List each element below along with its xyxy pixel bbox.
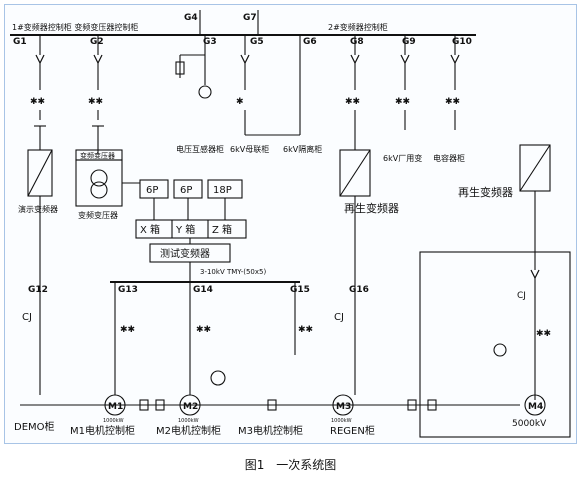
m4-system-frame — [419, 251, 571, 438]
m4-rating: 5000kV — [512, 419, 547, 429]
converter-transformer-label: 变频变压器 — [78, 210, 118, 220]
m3-rating: 1000kW — [331, 418, 352, 424]
feeder-g3-vt — [175, 35, 212, 99]
demo-cabinet-label: DEMO柜 — [14, 420, 55, 433]
svg-text:✱✱: ✱✱ — [196, 325, 211, 335]
m1-label: M1 — [108, 402, 123, 412]
svg-text:✱✱: ✱✱ — [30, 97, 45, 107]
g15-label: G15 — [290, 285, 310, 295]
g8-label: G8 — [350, 37, 364, 47]
kv6-aux-transformer-label: 6kV厂用变 — [383, 153, 422, 163]
feeder-g7: G7 — [243, 10, 259, 35]
figure-title: 一次系统图 — [276, 458, 337, 472]
svg-text:✱✱: ✱✱ — [298, 325, 313, 335]
capacitor-cabinet-label: 电容器柜 — [433, 153, 465, 163]
test-converter-label: 测试变频器 — [160, 247, 210, 260]
motor-m2: M2 1000kW — [178, 394, 201, 424]
feeder-g16: G16 CJ — [334, 196, 369, 395]
kv6-isolation-label: 6kV隔离柜 — [283, 144, 322, 154]
g10-label: G10 — [452, 37, 472, 47]
feeder-g10: ✱✱ — [445, 35, 460, 130]
svg-text:✱✱: ✱✱ — [536, 329, 551, 339]
g13-label: G13 — [118, 285, 138, 295]
m3-label: M3 — [336, 402, 351, 412]
m2-rating: 1000kW — [178, 418, 199, 424]
motor-m3: M3 1000kW — [331, 394, 354, 424]
svg-text:✱✱: ✱✱ — [395, 97, 410, 107]
m3-control-label: M3电机控制柜 — [238, 424, 303, 437]
cabinet-group-2-label: 2#变频器控制柜 — [328, 22, 388, 32]
converter-6p-b-label: 6P — [180, 185, 192, 196]
motor-m1: M1 1000kW — [103, 394, 126, 424]
feeder-g2: ✱✱ — [88, 35, 104, 155]
regen-converter-left-label: 再生变频器 — [344, 201, 399, 215]
svg-text:✱✱: ✱✱ — [345, 97, 360, 107]
converter-transformer-box-label: 变频变压器 — [80, 151, 115, 160]
figure-caption: 图1 一次系统图 — [0, 456, 581, 473]
feeder-g12: G12 CJ — [22, 196, 48, 395]
g12-label: G12 — [28, 285, 48, 295]
motor-m4: M4 5000kV — [512, 394, 547, 429]
demo-converter-label: 演示变频器 — [18, 204, 58, 214]
svg-text:✱✱: ✱✱ — [88, 97, 103, 107]
diagram-frame — [4, 4, 577, 444]
feeder-g1: ✱✱ — [30, 35, 46, 150]
box-x-label: X 箱 — [140, 223, 160, 236]
g4-label: G4 — [184, 13, 198, 23]
g7-label: G7 — [243, 13, 257, 23]
converter-18p-label: 18P — [213, 185, 232, 196]
cj-right-label: CJ — [334, 312, 344, 323]
m1-rating: 1000kW — [103, 418, 124, 424]
feeder-g15: G15 ✱✱ — [290, 282, 313, 355]
box-z-label: Z 箱 — [212, 223, 232, 236]
feeder-g13: G13 ✱✱ — [114, 282, 138, 395]
m1-control-label: M1电机控制柜 — [70, 424, 135, 437]
g1-label: G1 — [13, 37, 27, 47]
xyz-box-frame — [135, 219, 247, 239]
regen-converter-right-label: 再生变频器 — [458, 185, 513, 199]
feeder-g5: ✱ — [236, 35, 250, 135]
regen-cabinet-label: REGEN柜 — [330, 424, 375, 437]
svg-text:✱✱: ✱✱ — [445, 97, 460, 107]
g9-label: G9 — [402, 37, 416, 47]
g6-label: G6 — [303, 37, 317, 47]
g2-label: G2 — [90, 37, 104, 47]
vt-cabinet-label: 电压互感器柜 — [176, 144, 224, 154]
m4-label: M4 — [528, 402, 543, 412]
feeder-g14: G14 ✱✱ — [189, 282, 226, 395]
figure-number: 图1 — [244, 458, 265, 472]
feeder-g9: ✱✱ — [395, 35, 410, 130]
g3-label: G3 — [203, 37, 217, 47]
g14-label: G14 — [193, 285, 213, 295]
feeder-g4: G4 — [184, 10, 201, 35]
converter-6p-a-label: 6P — [146, 185, 158, 196]
cj-far-right-label: CJ — [517, 291, 526, 301]
box-y-label: Y 箱 — [175, 223, 195, 236]
bus-note-label: 3-10kV TMY-(50x5) — [200, 268, 266, 276]
feeder-g8: ✱✱ — [345, 35, 360, 150]
converter-transformer-box — [75, 159, 123, 207]
feeder-g6 — [245, 35, 301, 136]
g16-label: G16 — [349, 285, 369, 295]
svg-text:✱: ✱ — [236, 97, 244, 107]
cabinet-group-1-label: 1#变频器控制柜 变频变压器控制柜 — [12, 22, 138, 32]
kv6-tie-label: 6kV母联柜 — [230, 144, 269, 154]
m2-control-label: M2电机控制柜 — [156, 424, 221, 437]
g5-label: G5 — [250, 37, 264, 47]
cj-left-label: CJ — [22, 312, 32, 323]
m2-label: M2 — [183, 402, 198, 412]
svg-text:✱✱: ✱✱ — [120, 325, 135, 335]
